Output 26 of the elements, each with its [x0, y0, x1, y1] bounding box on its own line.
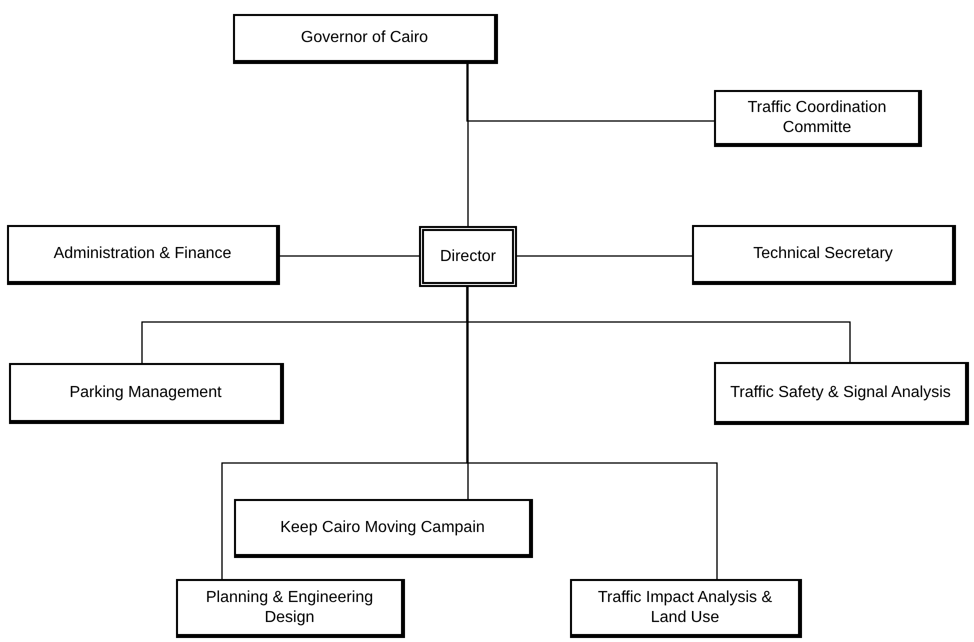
- org-unit-box: [176, 579, 405, 638]
- org-unit-box: [714, 90, 922, 147]
- unit-name: Planning & Engineering Design: [204, 588, 374, 627]
- unit-name: Administration & Finance: [54, 244, 232, 264]
- org-unit-box: [234, 499, 533, 558]
- org-unit-box: [233, 14, 498, 64]
- connector-line: [467, 64, 469, 226]
- connector-line: [280, 255, 419, 257]
- org-unit-box: [714, 362, 969, 425]
- unit-name: Parking Management: [69, 382, 222, 402]
- connector-line: [466, 64, 714, 122]
- org-unit-box: [570, 579, 802, 638]
- org-unit-box: [9, 363, 284, 424]
- director-box: [419, 226, 517, 287]
- connector-line: [467, 287, 469, 499]
- unit-name: Technical Secretary: [753, 244, 893, 264]
- unit-name: Keep Cairo Moving Campain: [280, 518, 485, 538]
- unit-name: Traffic Impact Analysis & Land Use: [596, 588, 774, 627]
- connector-line: [517, 255, 692, 257]
- connector-line: [466, 287, 718, 579]
- unit-name: Traffic Coordination Committe: [746, 98, 888, 137]
- org-unit-box: [692, 225, 956, 285]
- unit-name: Traffic Safety & Signal Analysis: [730, 382, 951, 402]
- unit-name: Governor of Cairo: [300, 28, 428, 48]
- org-unit-box: [7, 225, 280, 285]
- unit-name: Director: [440, 246, 496, 266]
